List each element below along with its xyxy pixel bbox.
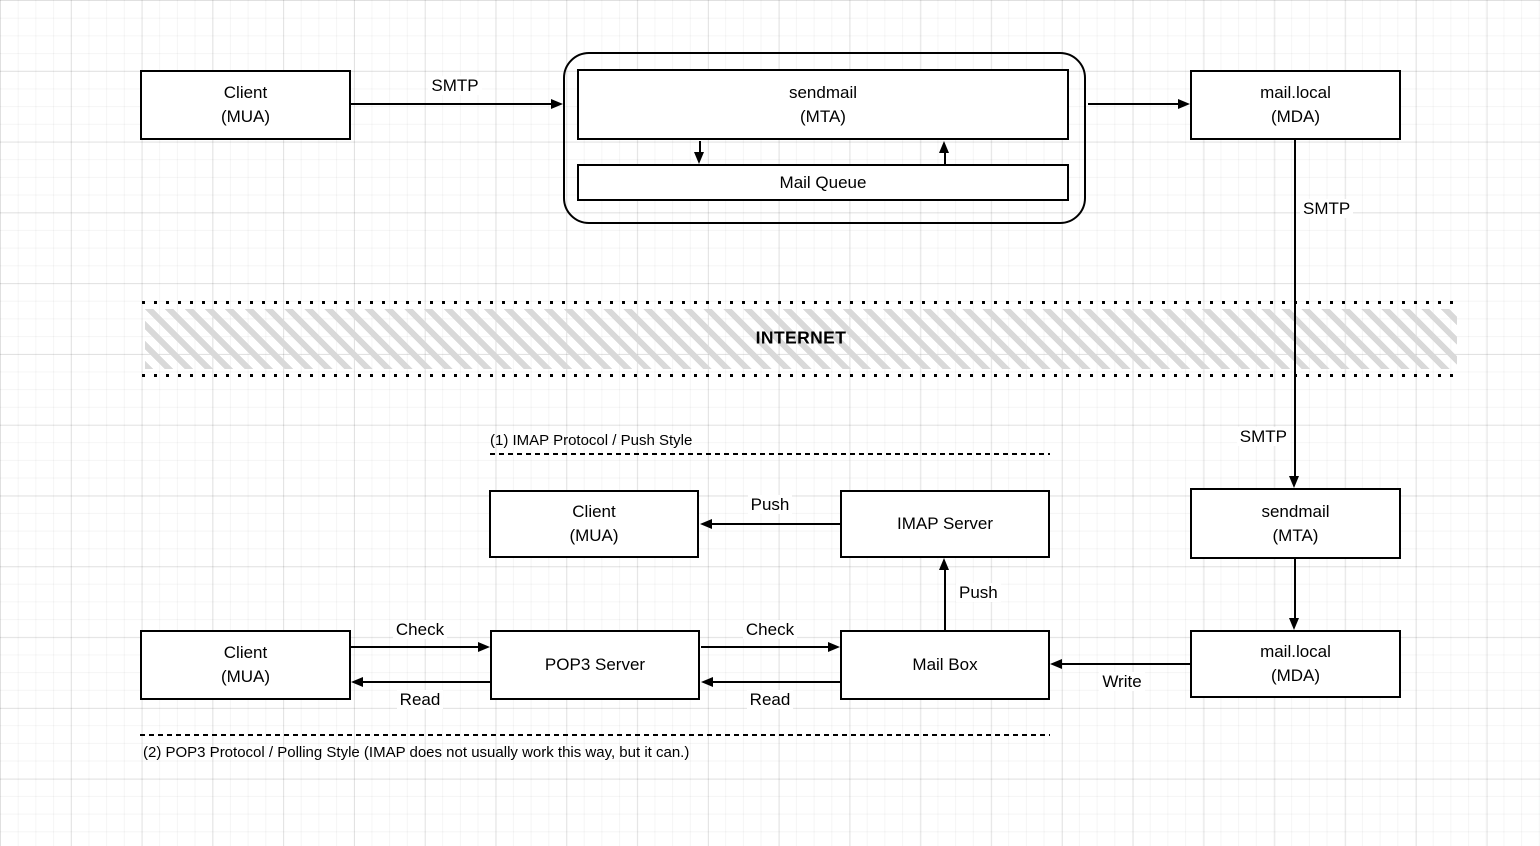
node-label: Mail Queue bbox=[779, 172, 867, 192]
arrow-mta-to-mda-line bbox=[1088, 103, 1178, 105]
arrow-check-pop3-to-mailbox-line bbox=[701, 646, 828, 648]
edge-label-smtp-right-upper: SMTP bbox=[1300, 199, 1354, 218]
node-label-line2: (MUA) bbox=[220, 667, 271, 686]
node-label: Mail Box bbox=[912, 655, 978, 674]
arrow-smtp-mda-to-mta2-line bbox=[1294, 140, 1296, 476]
node-label-line1: Client bbox=[223, 83, 268, 102]
arrow-read-mailbox-to-pop3-line bbox=[713, 681, 840, 683]
node-pop3-server: POP3 Server bbox=[490, 630, 700, 700]
arrow-check-client-to-pop3-line bbox=[351, 646, 478, 648]
node-label-line2: (MUA) bbox=[220, 107, 271, 126]
arrow-push-imap-to-client-line bbox=[712, 523, 840, 525]
arrow-check-pop3-to-mailbox-head bbox=[828, 642, 840, 652]
arrow-read-pop3-to-client-line bbox=[363, 681, 490, 683]
node-label: POP3 Server bbox=[544, 655, 646, 674]
node-label-line2: (MDA) bbox=[1270, 107, 1321, 126]
edge-label-write: Write bbox=[1087, 672, 1157, 691]
node-mail-box: Mail Box bbox=[840, 630, 1050, 700]
mta-group-container bbox=[563, 52, 1086, 224]
section-imap-title: (1) IMAP Protocol / Push Style bbox=[490, 432, 693, 449]
node-label-line1: mail.local bbox=[1260, 642, 1331, 661]
node-sendmail-mta-bottom: sendmail (MTA) bbox=[1190, 488, 1401, 559]
section-pop3-caption: (2) POP3 Protocol / Polling Style (IMAP … bbox=[143, 744, 690, 761]
arrow-write-mda-to-mailbox-line bbox=[1062, 663, 1190, 665]
section-imap-divider bbox=[490, 453, 1050, 455]
arrow-write-mda-to-mailbox-head bbox=[1050, 659, 1062, 669]
internet-band-hatch bbox=[145, 309, 1457, 369]
node-label-line2: (MTA) bbox=[1272, 525, 1319, 545]
node-label-line1: sendmail bbox=[1261, 501, 1330, 521]
edge-label-read-right: Read bbox=[735, 690, 805, 709]
arrow-mta-to-queue-line bbox=[699, 141, 701, 152]
arrow-mta-to-mda-head bbox=[1178, 99, 1190, 109]
node-sendmail-mta-top: sendmail (MTA) bbox=[577, 69, 1069, 140]
arrow-queue-to-mta-line bbox=[944, 153, 946, 164]
arrow-queue-to-mta-head bbox=[939, 141, 949, 153]
section-pop3-divider bbox=[140, 734, 1050, 736]
arrow-smtp-client-to-mta-head bbox=[551, 99, 563, 109]
node-mail-local-mda-top: mail.local (MDA) bbox=[1190, 70, 1401, 140]
node-mail-local-mda-bottom: mail.local (MDA) bbox=[1190, 630, 1401, 698]
internet-band-top-border bbox=[142, 301, 1460, 304]
arrow-read-mailbox-to-pop3-head bbox=[701, 677, 713, 687]
edge-label-push-vertical: Push bbox=[956, 583, 1001, 602]
node-mail-queue: Mail Queue bbox=[577, 164, 1069, 201]
node-client-mua-mid: Client (MUA) bbox=[489, 490, 699, 558]
node-label-line2: (MTA) bbox=[800, 106, 846, 126]
node-label-line1: Client bbox=[572, 502, 616, 521]
node-label-line1: mail.local bbox=[1260, 83, 1331, 102]
internet-label: INTERNET bbox=[755, 327, 847, 348]
arrow-smtp-mda-to-mta2-head bbox=[1289, 476, 1299, 488]
arrow-smtp-client-to-mta-line bbox=[351, 103, 551, 105]
edge-label-smtp-right-lower: SMTP bbox=[1228, 427, 1290, 446]
node-label-line1: sendmail bbox=[788, 82, 858, 102]
arrow-push-mailbox-to-imap-head bbox=[939, 558, 949, 570]
edge-label-smtp-top: SMTP bbox=[415, 76, 495, 95]
arrow-read-pop3-to-client-head bbox=[351, 677, 363, 687]
internet-band: INTERNET bbox=[142, 301, 1460, 377]
node-label: IMAP Server bbox=[896, 514, 994, 533]
node-label-line2: (MUA) bbox=[569, 526, 619, 545]
internet-band-bottom-border bbox=[142, 374, 1460, 377]
arrow-push-mailbox-to-imap-line bbox=[944, 570, 946, 630]
node-label-line2: (MDA) bbox=[1270, 666, 1321, 685]
arrow-mta2-to-mda2-head bbox=[1289, 618, 1299, 630]
edge-label-check-right: Check bbox=[735, 620, 805, 639]
node-imap-server: IMAP Server bbox=[840, 490, 1050, 558]
arrow-mta-to-queue-head bbox=[694, 152, 704, 164]
edge-label-read-left: Read bbox=[385, 690, 455, 709]
arrow-push-imap-to-client-head bbox=[700, 519, 712, 529]
arrow-check-client-to-pop3-head bbox=[478, 642, 490, 652]
node-client-mua-bottom: Client (MUA) bbox=[140, 630, 351, 700]
node-label-line1: Client bbox=[223, 643, 268, 662]
arrow-mta2-to-mda2-line bbox=[1294, 559, 1296, 618]
node-client-mua-top: Client (MUA) bbox=[140, 70, 351, 140]
edge-label-check-left: Check bbox=[385, 620, 455, 639]
edge-label-push-horizontal: Push bbox=[735, 495, 805, 514]
